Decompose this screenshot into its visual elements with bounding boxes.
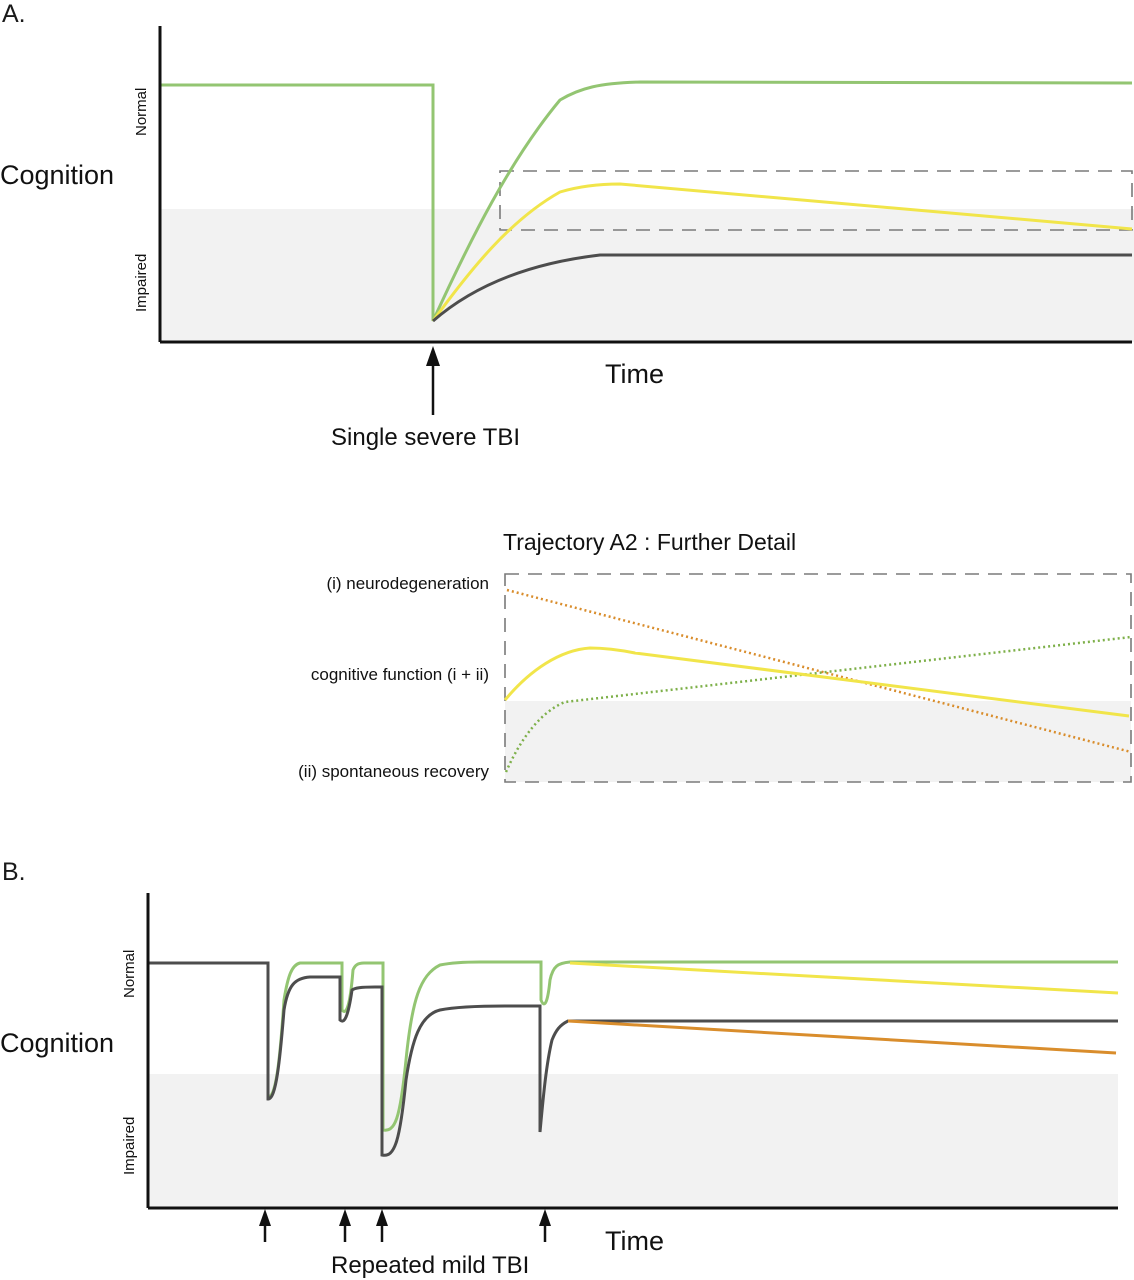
injury-arrow-b-4 <box>539 1209 551 1242</box>
injury-arrow-b-1 <box>259 1209 271 1242</box>
injury-arrow-a <box>426 346 440 415</box>
trajectory-a2-yellow <box>431 182 1133 322</box>
trajectory-b-green <box>148 960 1118 1132</box>
event-label-b: Repeated mild TBI <box>331 1252 529 1279</box>
injury-arrow-b-2 <box>339 1209 351 1242</box>
panel-a-label: A. <box>2 0 26 28</box>
label-cognitive-function: cognitive function (i + ii) <box>311 665 489 684</box>
trajectory-a1-green <box>160 80 1133 322</box>
impaired-zone-a <box>160 209 1134 342</box>
label-neurodegeneration: (i) neurodegeneration <box>326 574 489 593</box>
detail-box <box>504 573 1132 783</box>
x-axis-label-b: Time <box>605 1226 664 1256</box>
y-tick-normal-a: Normal <box>133 88 150 136</box>
curve-cognitive-function <box>503 646 1130 718</box>
y-tick-impaired-a: Impaired <box>133 254 150 312</box>
event-label-a: Single severe TBI <box>331 424 520 451</box>
detail-title: Trajectory A2 : Further Detail <box>503 529 796 555</box>
y-axis-label-b: Cognition <box>0 1028 114 1058</box>
detail-panel: Trajectory A2 : Further Detail (i) neuro… <box>298 529 1132 783</box>
injury-arrow-b-3 <box>376 1209 388 1242</box>
impaired-zone-detail <box>505 701 1131 782</box>
trajectory-b-orange <box>567 1019 1117 1055</box>
trajectory-b-yellow <box>569 961 1119 995</box>
y-tick-normal-b: Normal <box>121 950 138 998</box>
y-tick-impaired-b: Impaired <box>121 1117 138 1175</box>
y-axis-label-a: Cognition <box>0 160 114 190</box>
trajectory-b-dark <box>148 961 1118 1157</box>
panel-b-label: B. <box>2 858 26 886</box>
panel-b: B. Cognition Normal Impaired Time <box>0 858 1119 1279</box>
panel-a: A. Cognition Normal Impaired Time Single… <box>0 0 1134 451</box>
impaired-zone-b <box>148 1074 1118 1208</box>
trajectory-a3-dark <box>432 253 1132 323</box>
label-spontaneous-recovery: (ii) spontaneous recovery <box>298 762 489 781</box>
x-axis-label-a: Time <box>605 359 664 389</box>
